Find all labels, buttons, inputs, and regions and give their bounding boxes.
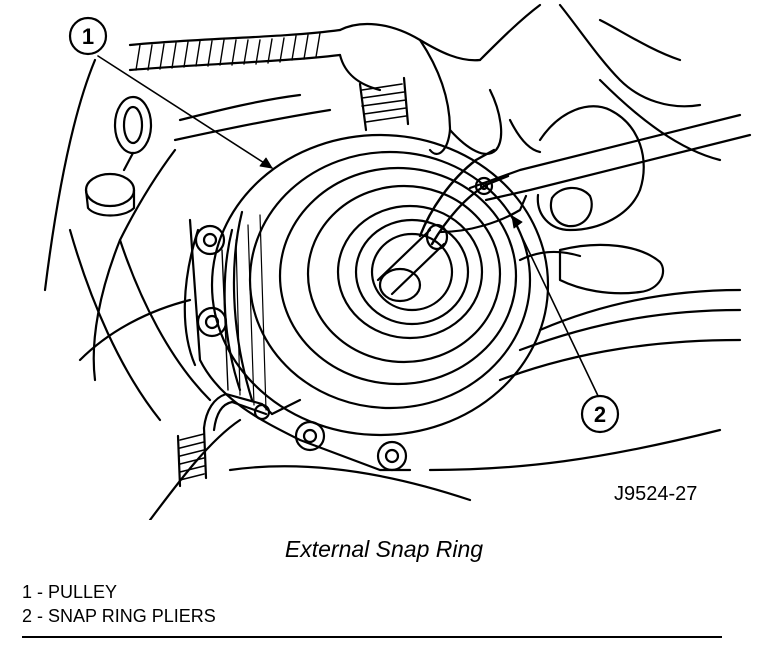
hose-upper — [128, 28, 342, 72]
figure-caption: External Snap Ring — [284, 536, 484, 562]
pulley — [210, 133, 550, 437]
bottom-divider — [22, 636, 722, 638]
leader-arrow-2 — [511, 215, 523, 229]
shaft — [376, 223, 449, 303]
callout-1-leader — [97, 55, 273, 169]
snap-ring-pliers — [418, 113, 752, 246]
pulley-snap-ring-illustration: 1 2 J9524-27 — [43, 3, 752, 520]
lower-spring — [176, 392, 302, 488]
coil-spring-top — [358, 76, 410, 132]
leader-arrow-1 — [259, 157, 273, 169]
callout-2-number: 2 — [594, 402, 606, 427]
figure-code: J9524-27 — [614, 483, 697, 505]
mounting-bolts — [183, 218, 412, 472]
gloved-hand — [338, 3, 702, 232]
callout-2: 2 — [580, 394, 620, 434]
legend-item: 1 - PULLEY — [22, 582, 118, 602]
hook-and-cap — [84, 95, 153, 217]
callout-1-number: 1 — [82, 24, 94, 49]
engine-outline — [43, 58, 742, 520]
callout-1: 1 — [68, 16, 108, 56]
legend-item: 2 - SNAP RING PLIERS — [22, 606, 216, 626]
bracket-right — [518, 243, 665, 295]
callout-2-leader — [511, 215, 601, 401]
legend: 1 - PULLEY 2 - SNAP RING PLIERS — [22, 580, 216, 628]
